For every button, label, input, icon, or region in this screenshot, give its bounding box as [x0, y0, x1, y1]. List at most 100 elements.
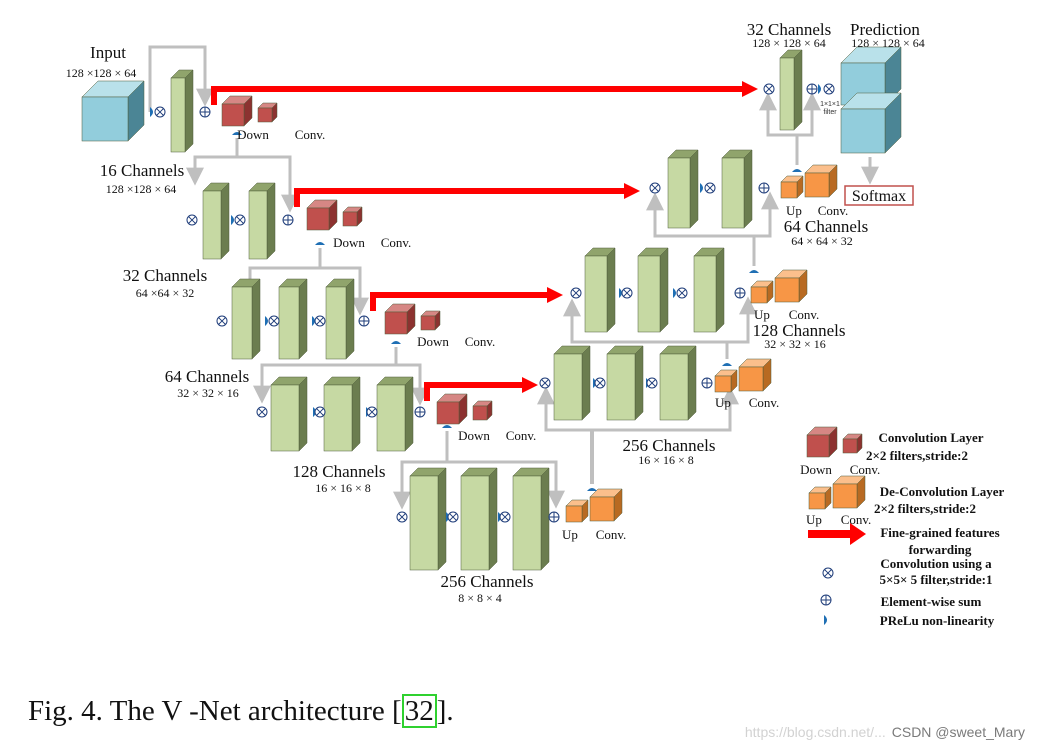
dec3-sum-connector: [754, 191, 779, 238]
convolution-op-icon: [823, 83, 835, 95]
forward-arrow-1: [211, 81, 758, 105]
convolution-op-icon: [447, 511, 459, 523]
enc1-down-conv-small: [257, 102, 278, 123]
convolution-op-icon: [314, 315, 326, 327]
conv-label-3: Conv.: [465, 334, 496, 349]
convolution-op-icon: [621, 287, 633, 299]
caption-citation-link[interactable]: 32: [401, 694, 437, 728]
convolution-op-icon: [154, 106, 166, 118]
prediction-title: Prediction: [850, 20, 920, 39]
caption-suffix: ].: [436, 695, 454, 727]
dec2-volume-3: [693, 247, 725, 333]
forward-arrow-4: [424, 377, 538, 401]
convolution-op-icon: [763, 83, 775, 95]
legend-conv-pair-small: [842, 433, 863, 454]
dec2-sum-connector: [727, 296, 757, 344]
legend-conv-pair-large: [806, 426, 838, 458]
convolution-op-icon: [186, 214, 198, 226]
legend-forwarding-1: Fine-grained features: [880, 525, 999, 540]
enc5-volume-1: [409, 467, 447, 571]
convolution-op-icon: [646, 377, 658, 389]
convolution-op-icon: [314, 406, 326, 418]
dec3-to-dec4-connector: [759, 92, 799, 165]
enc3-to-enc4-connector: [253, 347, 398, 404]
prelu-icon: [265, 316, 268, 326]
dec4-volume: [779, 49, 803, 131]
input-dims: 128 ×128 × 64: [66, 66, 137, 80]
legend-sum: Element-wise sum: [881, 594, 982, 609]
conv-label-5: Conv.: [596, 527, 627, 542]
convolution-op-icon: [676, 287, 688, 299]
prelu-icon: [312, 316, 315, 326]
dec3-volume-2: [721, 149, 753, 229]
legend-sum-icon: [820, 594, 832, 606]
convolution-op-icon: [649, 182, 661, 194]
dec1-volume-1: [553, 345, 591, 421]
enc5-channels: 256 Channels: [440, 572, 533, 591]
dec1-residual-connector: [537, 386, 592, 432]
enc4-residual-connector: [396, 363, 429, 406]
legend-convolution-icon: [822, 567, 834, 579]
watermark: https://blog.csdn.net/...CSDN @sweet_Mar…: [745, 724, 1025, 740]
up-label-4: Up: [786, 203, 802, 218]
element-sum-icon: [806, 83, 818, 95]
dec1-volume-3: [659, 345, 697, 421]
conv-label-4: Conv.: [506, 428, 537, 443]
prelu-icon: [673, 288, 676, 298]
down-label-1: Down: [237, 127, 269, 142]
dec2-volume-2: [637, 247, 669, 333]
dec1-dims: 16 × 16 × 8: [638, 453, 694, 467]
prediction-volume-2: [840, 92, 902, 154]
feature-volumes: [81, 46, 902, 571]
up-label-2: Up: [715, 395, 731, 410]
dec1-up-conv-small: [714, 369, 738, 393]
prelu-icon: [619, 288, 622, 298]
convolution-op-icon: [234, 214, 246, 226]
enc5-volume-2: [460, 467, 498, 571]
prelu-icon: [587, 488, 597, 491]
enc3-residual-connector: [250, 266, 369, 316]
down-label-2: Down: [333, 235, 365, 250]
dec3-volume-1: [667, 149, 699, 229]
legend-conv-label-1: Conv.: [850, 462, 881, 477]
dec2-dims: 32 × 32 × 16: [764, 337, 826, 351]
enc1-volume: [170, 69, 194, 153]
conv-label-1: Conv.: [295, 127, 326, 142]
enc1-residual-connector: [148, 45, 214, 112]
input-title: Input: [90, 43, 126, 62]
dec2-up-conv-large: [774, 269, 808, 303]
filter-label-1: 1×1×1: [820, 101, 840, 108]
convolution-op-icon: [594, 377, 606, 389]
enc1-channels: 16 Channels: [100, 161, 185, 180]
enc5-up-conv-small: [565, 499, 589, 523]
legend-prelu: PReLu non-linearity: [880, 613, 995, 628]
prelu-icon: [749, 270, 759, 273]
prelu-icon: [442, 425, 452, 428]
enc4-down-conv-small: [472, 400, 493, 421]
enc2-down-conv-small: [342, 206, 363, 227]
enc5-volume-3: [512, 467, 550, 571]
conv-label-6: Conv.: [749, 395, 780, 410]
convolution-op-icon: [256, 406, 268, 418]
enc3-down-conv-large: [384, 303, 416, 335]
element-sum-icon: [199, 106, 211, 118]
enc3-volume-1: [231, 278, 261, 360]
prelu-icon: [315, 242, 325, 245]
input-volume: [81, 80, 145, 142]
enc3-dims: 32 × 32 × 16: [177, 386, 239, 400]
softmax-box: [844, 185, 914, 206]
prelu-icon: [231, 215, 234, 225]
legend-conv5-1: Convolution using a: [880, 556, 992, 571]
enc5-dims: 8 × 8 × 4: [458, 591, 502, 605]
convolution-op-icon: [366, 406, 378, 418]
legend-deconv-sub: 2×2 filters,stride:2: [874, 501, 976, 516]
enc3-down-conv-small: [420, 310, 441, 331]
legend-up-label: Up: [806, 512, 822, 527]
caption-prefix: Fig. 4. The V -Net architecture [: [28, 695, 402, 727]
enc2-down-conv-large: [306, 199, 338, 231]
enc2-dims: 64 ×64 × 32: [136, 286, 195, 300]
convolution-op-icon: [499, 511, 511, 523]
legend-deconv-layer: De-Convolution Layer: [880, 484, 1005, 499]
enc4-to-enc5-connector: [393, 431, 449, 510]
dec1-to-dec2-connector: [563, 298, 729, 359]
